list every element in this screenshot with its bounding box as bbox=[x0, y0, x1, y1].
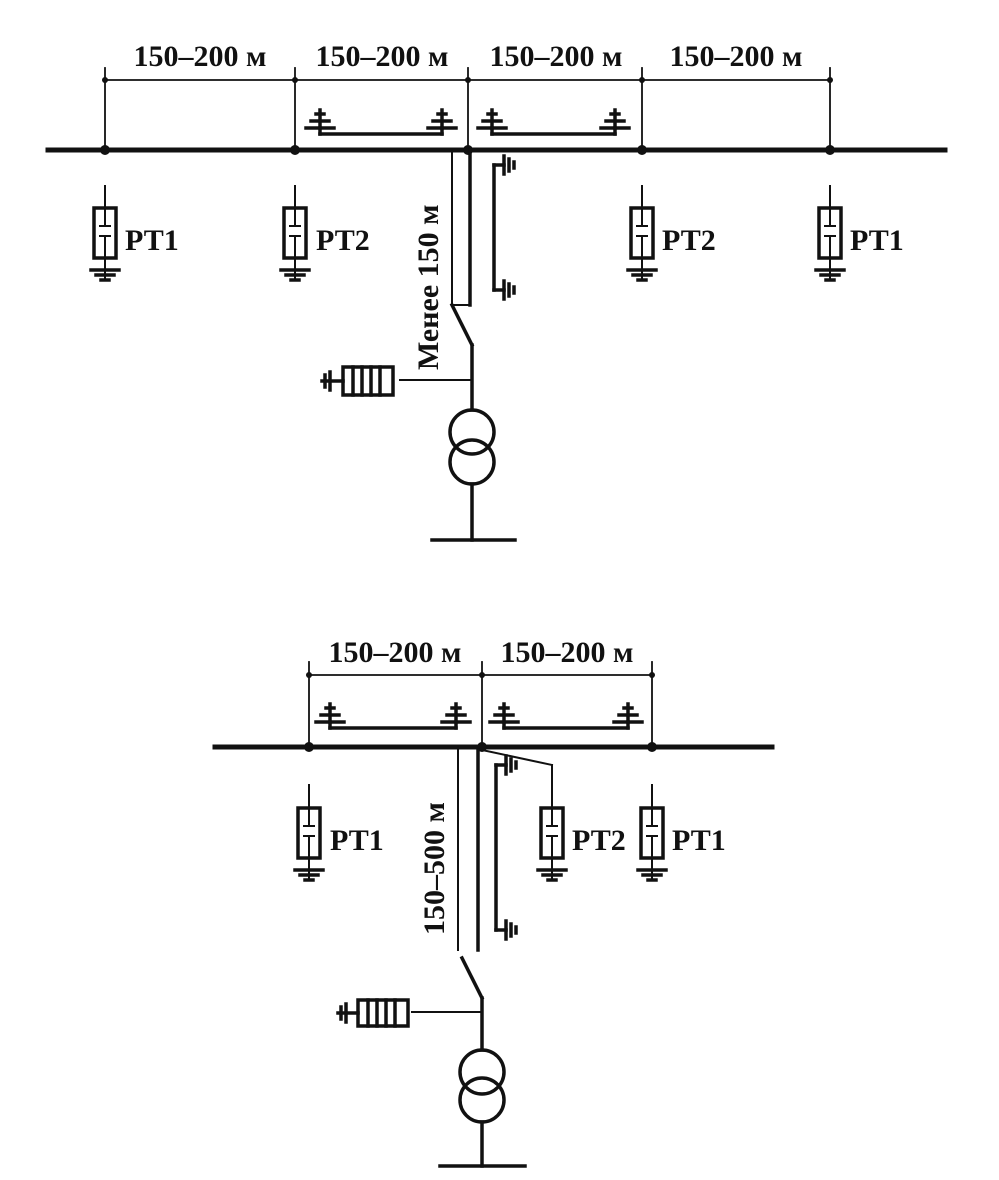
arrester-5 bbox=[293, 784, 325, 882]
cable-length-label: Менее 150 м bbox=[412, 204, 445, 370]
transformer-1 bbox=[430, 408, 517, 542]
cable-length-label: 150–500 м bbox=[418, 802, 451, 935]
transformer-2 bbox=[438, 1048, 527, 1168]
span-label: 150–200 м bbox=[316, 40, 449, 73]
ground-wire-right-2 bbox=[488, 702, 644, 730]
span-label: 150–200 м bbox=[490, 40, 623, 73]
arrester-1 bbox=[89, 185, 121, 282]
arrester-label: РТ1 bbox=[672, 824, 726, 857]
dimension-lines-2 bbox=[306, 661, 655, 749]
span-label: 150–200 м bbox=[329, 636, 462, 669]
diagram-1: 150–200 м 150–200 м 150–200 м 150–200 м bbox=[45, 40, 948, 542]
ground-wire-left-2 bbox=[314, 702, 472, 730]
arrester-2 bbox=[279, 185, 311, 282]
dimension-lines-1 bbox=[102, 67, 833, 151]
arrester-label: РТ2 bbox=[572, 824, 626, 857]
cable-insert-1 bbox=[449, 148, 516, 412]
span-label: 150–200 м bbox=[134, 40, 267, 73]
span-label: 150–200 м bbox=[670, 40, 803, 73]
arrester-label: РТ1 bbox=[850, 224, 904, 257]
cable-insert-2 bbox=[457, 748, 518, 1052]
arrester-4 bbox=[814, 185, 846, 282]
arrester-label: РТ2 bbox=[662, 224, 716, 257]
arrester-6 bbox=[480, 748, 568, 882]
arrester-7 bbox=[636, 784, 668, 882]
diagram-2: 150–200 м 150–200 м РТ1 bbox=[212, 636, 775, 1168]
ground-wire-left-1 bbox=[304, 108, 458, 136]
valve-arrester-1 bbox=[320, 365, 473, 397]
arrester-3 bbox=[626, 185, 658, 282]
arrester-label: РТ2 bbox=[316, 224, 370, 257]
ground-wire-right-1 bbox=[476, 108, 631, 136]
arrester-label: РТ1 bbox=[125, 224, 179, 257]
valve-arrester-2 bbox=[336, 998, 483, 1028]
span-label: 150–200 м bbox=[501, 636, 634, 669]
arrester-label: РТ1 bbox=[330, 824, 384, 857]
